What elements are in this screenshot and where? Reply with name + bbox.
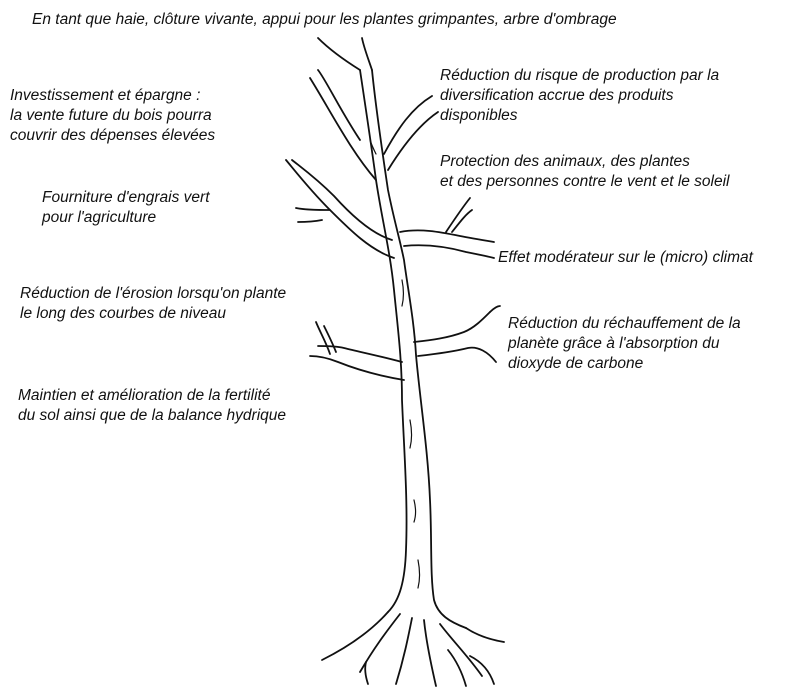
branch-lower-right: [413, 311, 491, 343]
branch-upper-left: [309, 77, 377, 181]
bark-mark: [413, 499, 417, 523]
bark-mark: [369, 139, 377, 155]
label-climate: Effet modérateur sur le (micro) climat: [498, 249, 753, 266]
root-center-right: [439, 623, 483, 677]
branch-right-twig: [445, 197, 471, 233]
branch-upper-right-inner: [387, 111, 439, 171]
label-top-uses: En tant que haie, clôture vivante, appui…: [32, 11, 617, 28]
branch-mid-left-inner: [291, 159, 393, 241]
branch-lower-right-inner: [417, 346, 497, 363]
label-protection: Protection des animaux, des plantes et d…: [440, 153, 730, 190]
branch-lower-right-tip: [489, 305, 501, 313]
branch-lower-left: [309, 355, 405, 381]
label-warming: Réduction du réchauffement de la planète…: [508, 315, 741, 372]
label-risk: Réduction du risque de production par la…: [440, 67, 720, 124]
bark-mark: [409, 419, 413, 449]
branch-right: [399, 229, 495, 243]
branch-top-left: [317, 37, 361, 71]
label-fertility: Maintien et amélioration de la fertilité…: [18, 387, 286, 424]
bark-mark: [401, 279, 405, 307]
branch-lower-left-up: [315, 321, 331, 355]
root-center: [423, 619, 437, 687]
label-erosion: Réduction de l'érosion lorsqu'on plante …: [20, 285, 287, 322]
branch-right-inner: [403, 244, 495, 259]
branch-upper-right: [383, 95, 433, 155]
root-left-fork: [364, 661, 369, 685]
root-left-inner: [359, 613, 401, 673]
branch-right-twig2: [451, 209, 473, 233]
root-right-tip: [447, 649, 467, 687]
branch-lower-left-up2: [323, 325, 337, 353]
trunk-left-edge: [359, 69, 408, 613]
bark-mark: [417, 559, 421, 589]
label-investment: Investissement et épargne : la vente fut…: [10, 87, 216, 144]
label-green-manure: Fourniture d'engrais vert pour l'agricul…: [42, 189, 210, 226]
branch-mid-left-twig: [295, 207, 331, 211]
root-center-left: [395, 617, 413, 685]
branch-lower-left-inner: [317, 345, 403, 363]
branch-mid-left-twig2: [297, 219, 323, 223]
trunk-right-edge: [371, 69, 467, 629]
root-right-lower: [469, 655, 495, 685]
root-far-left: [321, 611, 389, 661]
root-right: [465, 627, 505, 643]
branch-top-left-inner: [361, 37, 373, 71]
branch-upper-left-inner: [317, 69, 361, 141]
